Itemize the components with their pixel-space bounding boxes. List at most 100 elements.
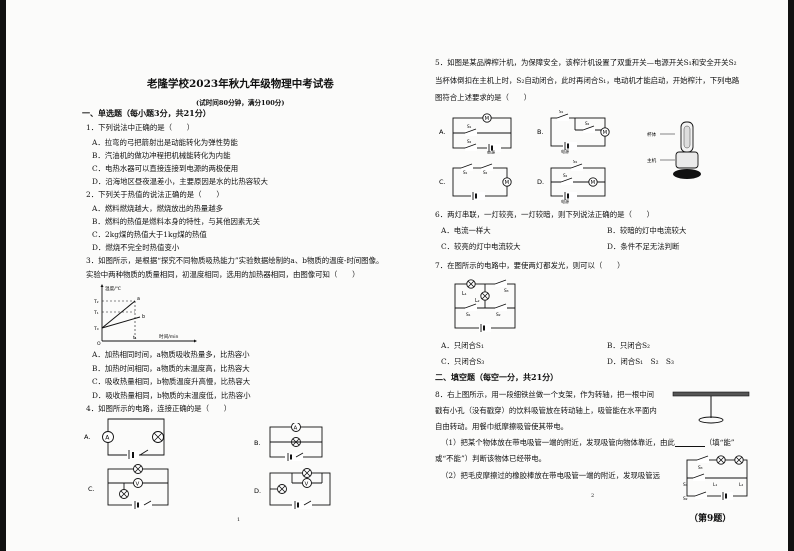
q5-circuit-d-label: D. [537,178,544,186]
question-3-stem-line1: 3．如图所示，是根据“探究不同物质吸热能力”实验数据绘制的a、b物质的温度-时间… [86,256,384,265]
graph-series-a-label: a [137,297,140,302]
graph-y-tick-t1: T₁ [93,310,99,316]
question-7-option-d: D．闭合S₁ S₂ S₃ [607,357,674,366]
question-5-circuit-a: A. M S₁ S₂ 电源 [437,112,517,154]
switch-s1-label: S₁ [559,110,564,114]
question-1-option-d: D．沿海地区昼夜温差小，主要原因是水的比热容较大 [92,177,268,186]
q5-circuit-b-label: B. [537,128,544,136]
question-6-option-a: A．电流一样大 [441,226,491,235]
switch-s2-label: S₂ [483,170,488,175]
question-2-option-b: B．燃料的热值是燃料本身的特性，与其他因素无关 [92,217,261,226]
graph-y-axis-label: 温度/℃ [105,285,121,292]
page-number-1: 1 [237,517,241,523]
page-left: 老隆学校2023年秋九年级物理中考试卷 (试时间80分钟，满分100分) 一、单… [82,78,384,523]
question-4-circuit-b: B. A [252,423,332,463]
switch-s3-label: S₃ [504,288,509,294]
switch-s2-label: S₂ [563,173,568,178]
question-8-part1-text: （1）把某个物体放在带电吸管一端的附近，发现吸管向物体靠近，由此 [441,438,675,447]
question-8-stem-line1: 8．右上图所示，用一段细铁丝做一个支架，作为转轴，把一根中间 [435,390,655,399]
scan-border-right [788,0,794,551]
switch-s1-label: S₁ [467,124,472,129]
question-5-stem-line3: 图符合上述要求的是（ ） [435,93,532,102]
question-8-part1-choice: （填“能” [704,438,735,447]
question-4-circuit-a: A. A [82,417,182,459]
answer-blank[interactable] [674,439,705,447]
question-4-circuit-c: C. V [86,461,186,509]
motor-icon: M [603,130,607,136]
switch-s1-label: S₁ [466,312,471,318]
motor-icon: M [485,116,489,122]
question-3-option-d: D．吸收热量相同，b物质的末温度低，比热容小 [92,391,251,400]
page-right: 5．如图是某品牌榨汁机，为保障安全，该榨汁机设置了双重开关—电源开关S₁和安全开… [397,0,794,551]
question-3-stem-line2: 实验中两种物质的质量相同，初温度相同，选用的加热器相同，由图像可知（ ） [86,270,360,279]
question-8-stem-line2: 戳有小孔（没有戳穿）的饮料吸管放在转动轴上，吸管能在水平面内 [435,406,657,415]
q5-circuit-c-label: C. [439,178,446,186]
question-2-option-c: C．2kg煤的热值大于1kg煤的热值 [92,230,207,239]
graph-series-b-label: b [142,314,145,320]
figure-9-caption: （第9题） [689,514,732,524]
circuit-c-label: C. [88,485,95,493]
graph-x-axis-label: 时间/min [159,333,178,340]
juicer-illustration: 杯体 主机 [647,118,711,184]
switch-s2-label: S₂ [683,496,688,502]
question-9-circuit: S₃ L₁ L₂ S₁ S₂ [681,452,753,502]
graph-x-tick-t1: t₁ [133,335,137,341]
graph-origin-label: O [97,341,101,345]
ammeter-icon: A [294,425,298,431]
lamp-l2-label: L₂ [739,482,743,488]
motor-icon: M [591,180,595,186]
circuit-a-label: A. [84,433,90,441]
question-3-temperature-time-graph: 温度/℃ 时间/min T₂ T₁ T₀ t₁ O a b [88,283,198,345]
question-7-circuit: L₁ L₂ S₃ S₁ S₂ [449,278,521,334]
question-1-option-b: B．汽油机的做功冲程把机械能转化为内能 [92,151,231,160]
question-2-option-d: D．燃烧不完全时热值变小 [92,243,180,252]
exam-title: 老隆学校2023年秋九年级物理中考试卷 [147,78,334,90]
main-unit-label: 主机 [647,157,657,164]
question-8-part1-line2: 或“不能”）判断该物体已经带电。 [435,454,547,463]
switch-s3-label: S₃ [698,465,703,471]
graph-y-tick-t0: T₀ [93,326,99,332]
section-heading-1: 一、单选题（每小题3分，共21分） [82,108,211,118]
question-7-option-a: A．只闭合S₁ [441,341,484,350]
switch-s2-label: S₂ [496,312,501,318]
question-5-stem-line2: 当杯体倒扣在主机上时，S₂自动闭合，此时再闭合S₁，电动机才能启动，开始榨汁，下… [435,76,740,85]
question-5-stem-line1: 5．如图是某品牌榨汁机，为保障安全，该榨汁机设置了双重开关—电源开关S₁和安全开… [435,58,737,67]
exam-subtitle: (试时间80分钟，满分100分) [196,99,285,107]
question-3-option-b: B．加热时间相同，a物质的末温度高，比热容大 [92,364,250,373]
question-6-option-d: D．条件不足无法判断 [607,242,680,251]
switch-s2-label: S₂ [467,139,472,144]
switch-s1-label: S₁ [683,482,688,488]
question-7-option-c: C．只闭合S₃ [441,357,485,366]
question-5-circuit-c: C. M S₁ S₂ [437,162,517,202]
circuit-d-label: D. [254,487,261,495]
switch-s1-label: S₁ [463,170,468,175]
question-5-circuit-b: B. M S₁ S₂ 电源 [535,110,615,154]
lamp-l2-label: L₂ [475,298,480,304]
question-2-option-a: A．燃料燃烧越大，燃烧放出的热量越多 [92,204,223,213]
question-7-stem: 7．在图所示的电路中，要使两灯都发光，则可以（ ） [435,261,625,270]
circuit-b-label: B. [254,439,261,447]
motor-icon: M [505,180,509,186]
question-4-circuit-d: D. V [252,467,337,511]
question-4-stem: 4．如图所示的电路，连接正确的是（ ） [86,404,232,413]
question-5-circuit-d: D. M S₁ S₂ 电源 [535,160,615,204]
scan-border-left [0,0,6,551]
lamp-l1-label: L₁ [713,482,717,488]
question-1-option-c: C．电热水器可以直接连接到电源的两极使用 [92,164,239,173]
power-source-label: 电源 [561,198,569,204]
question-6-option-b: B．较暗的灯中电流较大 [607,226,687,235]
question-3-option-c: C．吸收热量相同，b物质温度升高慢，比热容大 [92,377,251,386]
question-2-stem: 2．下列关于热值的说法正确的是（ ） [86,190,224,199]
graph-y-tick-t2: T₂ [93,299,99,305]
ammeter-icon: A [105,435,110,442]
switch-s2-label: S₂ [585,121,590,126]
voltmeter-icon: V [305,481,309,487]
voltmeter-icon: V [136,481,140,487]
question-7-option-b: B．只闭合S₂ [607,341,651,350]
power-source-label: 电源 [561,148,569,154]
straw-pivot-illustration [669,388,753,428]
lamp-l1-label: L₁ [462,291,467,297]
section-heading-2: 二、填空题（每空一分，共21分） [435,372,559,382]
q5-circuit-a-label: A. [439,128,445,136]
